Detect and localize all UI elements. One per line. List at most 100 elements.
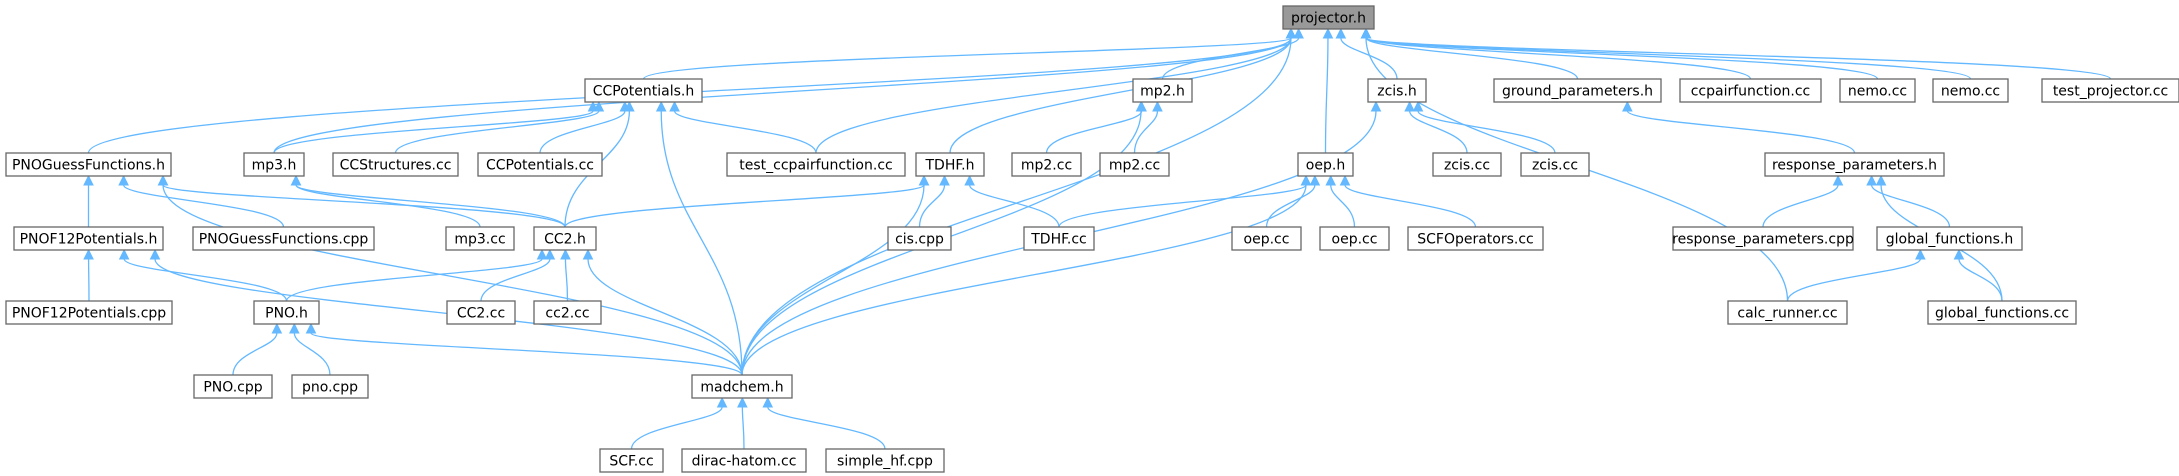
node-ccpair-cc[interactable]: ccpairfunction.cc	[1679, 78, 1822, 103]
node-label: zcis.h	[1377, 84, 1417, 100]
arrowhead-icon	[1293, 27, 1304, 39]
edge-line	[1762, 184, 1839, 228]
edge-line	[1133, 110, 1159, 154]
node-projector[interactable]: projector.h	[1282, 5, 1375, 30]
node-nemo1[interactable]: nemo.cc	[1839, 78, 1916, 103]
edge-madchem-to-tdhf_h	[741, 174, 930, 376]
edge-madchem-to-pno_h	[305, 322, 743, 376]
node-mp2-h[interactable]: mp2.h	[1132, 78, 1193, 103]
edge-line	[1958, 258, 2003, 302]
node-oepcc1[interactable]: oep.cc	[1231, 226, 1302, 251]
node-ground-h[interactable]: ground_parameters.h	[1493, 78, 1662, 103]
node-mp3-h[interactable]: mp3.h	[243, 152, 305, 177]
node-testccpair[interactable]: test_ccpairfunction.cc	[726, 152, 906, 177]
arrowhead-icon	[1953, 248, 1965, 260]
node-tdhf-cc[interactable]: TDHF.cc	[1023, 226, 1095, 251]
node-label: projector.h	[1291, 11, 1366, 27]
edge-line	[660, 110, 743, 376]
edge-madchem-to-ccpot_h	[655, 100, 743, 376]
node-global-h[interactable]: global_functions.h	[1876, 226, 2023, 251]
node-zcis-h[interactable]: zcis.h	[1367, 78, 1427, 103]
edge-mp3_h-to-projector	[273, 27, 1297, 154]
node-pnof12-cpp[interactable]: PNOF12Potentials.cpp	[5, 300, 173, 325]
node-pnoguess[interactable]: PNOGuessFunctions.h	[5, 152, 172, 177]
node-ccpot-cc[interactable]: CCPotentials.cc	[477, 152, 603, 177]
edge-line	[741, 37, 1292, 376]
node-resp-cpp[interactable]: response_parameters.cpp	[1672, 226, 1854, 251]
node-cc2-h[interactable]: CC2.h	[533, 226, 597, 251]
node-box	[533, 300, 602, 325]
arrowhead-icon	[271, 322, 283, 334]
arrowhead-icon	[1325, 174, 1337, 186]
node-label: SCF.cc	[609, 454, 653, 470]
edge-mp2cc2-to-mp2_h	[1133, 100, 1163, 154]
arrowhead-icon	[964, 174, 975, 186]
node-label: response_parameters.h	[1772, 158, 1937, 174]
node-nemo2[interactable]: nemo.cc	[1932, 78, 2009, 103]
node-box	[13, 226, 164, 251]
node-label: oep.cc	[1332, 232, 1378, 248]
node-pno-cpp2[interactable]: pno.cpp	[291, 374, 369, 399]
node-label: oep.cc	[1244, 232, 1290, 248]
node-mp2cc2[interactable]: mp2.cc	[1099, 152, 1170, 177]
node-dirac[interactable]: dirac-hatom.cc	[681, 448, 807, 473]
node-pno-h[interactable]: PNO.h	[253, 300, 320, 325]
node-simplehf[interactable]: simple_hf.cpp	[825, 448, 945, 473]
edge-global_cc-to-global_h	[1953, 248, 2003, 302]
node-zcis1[interactable]: zcis.cc	[1432, 152, 1502, 177]
edge-simplehf-to-madchem	[762, 396, 886, 450]
edge-testccpair-to-ccpot_h	[669, 100, 817, 154]
node-box	[1231, 226, 1302, 251]
node-pnof12-h[interactable]: PNOF12Potentials.h	[13, 226, 164, 251]
edge-line	[741, 184, 1307, 376]
node-box	[1319, 226, 1390, 251]
node-madchem[interactable]: madchem.h	[691, 374, 793, 399]
node-testproj[interactable]: test_projector.cc	[2041, 78, 2179, 103]
edge-resp_h-to-ground_h	[1622, 100, 1856, 154]
arrowhead-icon	[655, 100, 667, 112]
arrowhead-icon	[118, 174, 129, 186]
node-mp3cc[interactable]: mp3.cc	[445, 226, 515, 251]
arrowhead-icon	[716, 396, 728, 408]
node-box	[1839, 78, 1916, 103]
node-box	[2041, 78, 2179, 103]
edge-line	[162, 184, 566, 228]
node-scfop[interactable]: SCFOperators.cc	[1407, 226, 1544, 251]
node-cc2cc1[interactable]: CC2.cc	[446, 300, 516, 325]
node-zcis2[interactable]: zcis.cc	[1520, 152, 1590, 177]
node-box	[291, 374, 369, 399]
node-scf-cc[interactable]: SCF.cc	[599, 448, 664, 473]
arrowhead-icon	[83, 174, 94, 186]
node-box	[1876, 226, 2023, 251]
edge-line	[232, 332, 278, 376]
node-box	[1407, 226, 1544, 251]
node-pnoguess-cpp[interactable]: PNOGuessFunctions.cpp	[192, 226, 375, 251]
node-oep-h[interactable]: oep.h	[1297, 152, 1354, 177]
edge-cis_cpp-to-tdhf_h	[918, 174, 950, 228]
edge-madchem-to-cc2_h	[582, 248, 743, 376]
arrowhead-icon	[762, 396, 774, 408]
edge-madchem-to-oep_h	[741, 174, 1312, 376]
edge-line	[1365, 37, 1752, 80]
node-cis-cpp[interactable]: cis.cpp	[887, 226, 952, 251]
edge-cc2_h-to-pnoguess	[157, 174, 566, 228]
arrowhead-icon	[1152, 100, 1163, 112]
node-ccpot-h[interactable]: CCPotentials.h	[584, 78, 703, 103]
node-label: TDHF.h	[925, 158, 975, 174]
node-global-cc[interactable]: global_functions.cc	[1927, 300, 2077, 325]
edge-line	[1058, 184, 1307, 228]
node-tdhf-h[interactable]: TDHF.h	[915, 152, 985, 177]
node-resp-h[interactable]: response_parameters.h	[1764, 152, 1945, 177]
edge-line	[968, 184, 1060, 228]
node-ccstruct[interactable]: CCStructures.cc	[332, 152, 459, 177]
edge-dirac-to-madchem	[737, 396, 748, 450]
node-calc[interactable]: calc_runner.cc	[1727, 300, 1848, 325]
edge-line	[122, 184, 285, 228]
node-cc2cc2[interactable]: cc2.cc	[533, 300, 602, 325]
node-pno-cpp1[interactable]: PNO.cpp	[193, 374, 273, 399]
edge-testccpair-to-projector	[815, 27, 1297, 154]
node-box	[584, 78, 703, 103]
node-mp2cc1[interactable]: mp2.cc	[1011, 152, 1082, 177]
node-oepcc2[interactable]: oep.cc	[1319, 226, 1390, 251]
